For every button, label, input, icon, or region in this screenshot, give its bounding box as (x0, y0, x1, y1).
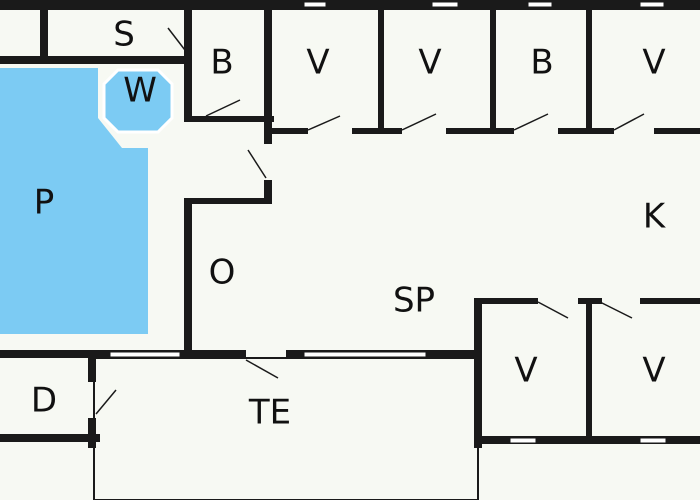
room-label-b-right: B (530, 43, 553, 83)
door (167, 27, 189, 55)
room-label-v-top-2: V (418, 43, 441, 83)
room-label-v-bottom-2: V (642, 351, 665, 391)
wall (184, 10, 192, 120)
window (109, 351, 181, 358)
wall (0, 56, 190, 64)
wall (88, 352, 96, 382)
wall (352, 128, 402, 134)
room-label-w: W (123, 71, 157, 111)
wall (184, 116, 274, 122)
wall (446, 128, 514, 134)
wall (490, 10, 496, 132)
wall (264, 10, 272, 120)
window (527, 1, 553, 8)
window (431, 1, 459, 8)
room-label-v-bottom-1: V (514, 351, 537, 391)
wall (586, 298, 592, 442)
wall (474, 436, 700, 444)
room-label-v-top-1: V (306, 43, 329, 83)
wall (558, 128, 614, 134)
door (537, 301, 569, 319)
wall (0, 350, 110, 358)
wall (474, 298, 482, 448)
door (513, 113, 549, 131)
wall (474, 298, 538, 304)
wall (586, 10, 592, 132)
door (247, 149, 267, 179)
window (303, 1, 327, 8)
door (205, 99, 241, 117)
wall (264, 122, 272, 144)
room-label-b-left: B (210, 43, 233, 83)
wall (640, 298, 700, 304)
window (639, 437, 667, 444)
window (509, 437, 537, 444)
room-label-te: TE (248, 393, 291, 433)
wall (184, 198, 272, 204)
room-label-s: S (113, 15, 135, 55)
room-label-o: O (209, 253, 236, 293)
room-label-sp: SP (393, 281, 435, 321)
room-label-p: P (34, 183, 55, 223)
wall (88, 418, 96, 448)
door (613, 113, 645, 131)
door (307, 115, 341, 131)
room-label-k: K (643, 197, 667, 237)
wall (40, 10, 48, 60)
room-label-v-top-3: V (642, 43, 665, 83)
room-label-d: D (31, 381, 57, 421)
window (639, 1, 665, 8)
wall (264, 180, 272, 204)
door (245, 359, 279, 379)
window (303, 351, 427, 358)
wall (0, 0, 700, 10)
pool (0, 68, 148, 334)
door (599, 301, 633, 319)
wall (378, 10, 384, 132)
wall (654, 128, 700, 134)
wall (184, 198, 192, 354)
wall (0, 434, 100, 442)
door (401, 113, 437, 131)
wall (264, 128, 308, 134)
door (95, 389, 117, 415)
whirlpool (102, 68, 174, 134)
